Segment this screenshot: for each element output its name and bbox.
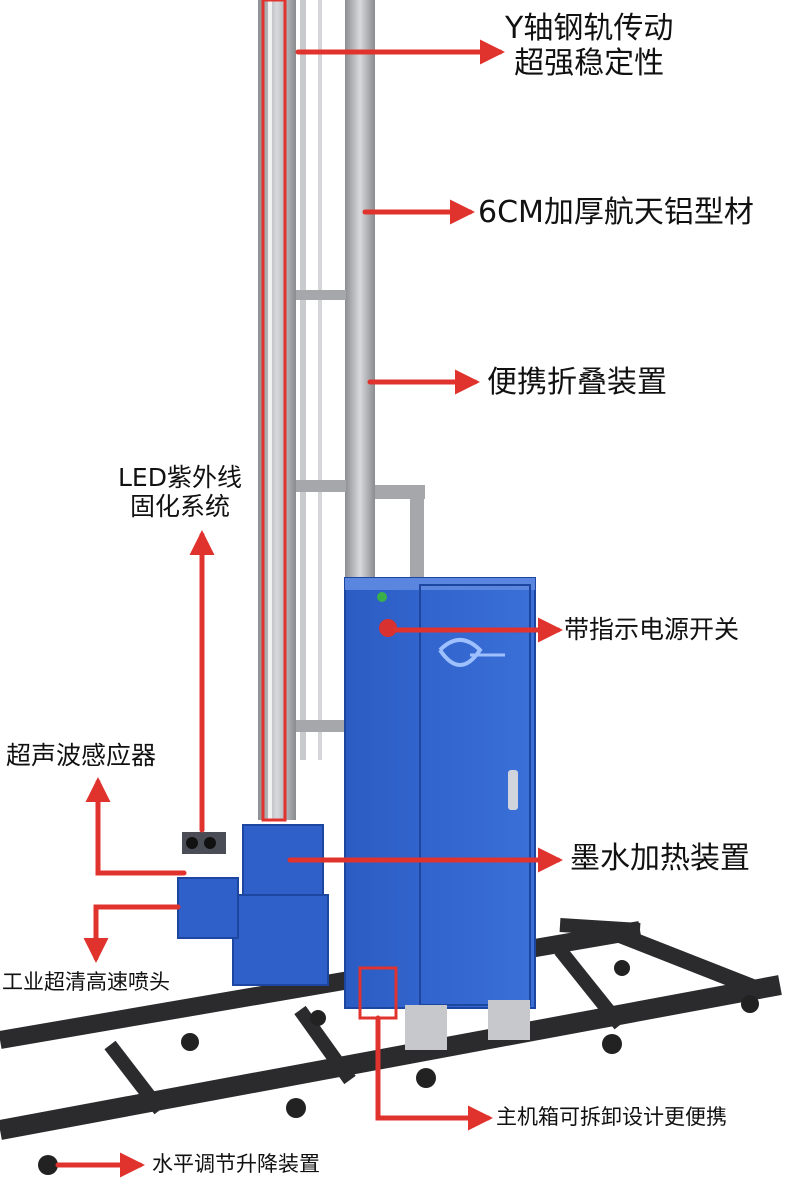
label-printhead: 工业超清高速喷头 bbox=[2, 970, 170, 994]
label-led-line1: LED紫外线 bbox=[118, 463, 242, 492]
label-led-line2: 固化系统 bbox=[129, 491, 230, 521]
label-y-axis-line2: 超强稳定性 bbox=[514, 45, 665, 81]
label-detachable-box: 主机箱可拆卸设计更便携 bbox=[496, 1105, 727, 1129]
label-folding-device: 便携折叠装置 bbox=[487, 365, 667, 400]
arrow-detachable bbox=[375, 1015, 493, 1131]
caster-wheels bbox=[38, 960, 759, 1175]
label-led-curing: LED紫外线 固化系统 bbox=[118, 463, 242, 522]
led-strip-highlight bbox=[261, 0, 287, 822]
arrow-ultrasonic bbox=[85, 777, 187, 876]
arrow-printhead bbox=[83, 904, 181, 963]
label-y-axis-line1: Y轴钢轨传动 bbox=[505, 11, 674, 46]
main-cabinet bbox=[344, 577, 536, 1050]
label-power-switch: 带指示电源开关 bbox=[564, 615, 740, 644]
print-carriage bbox=[177, 824, 329, 986]
label-aluminum-profile: 6CM加厚航天铝型材 bbox=[478, 195, 754, 230]
label-ink-heating: 墨水加热装置 bbox=[570, 841, 750, 876]
label-leveling-device: 水平调节升降装置 bbox=[152, 1152, 320, 1176]
label-ultrasonic-sensor: 超声波感应器 bbox=[6, 741, 157, 770]
label-y-axis: Y轴钢轨传动 超强稳定性 bbox=[505, 11, 674, 81]
